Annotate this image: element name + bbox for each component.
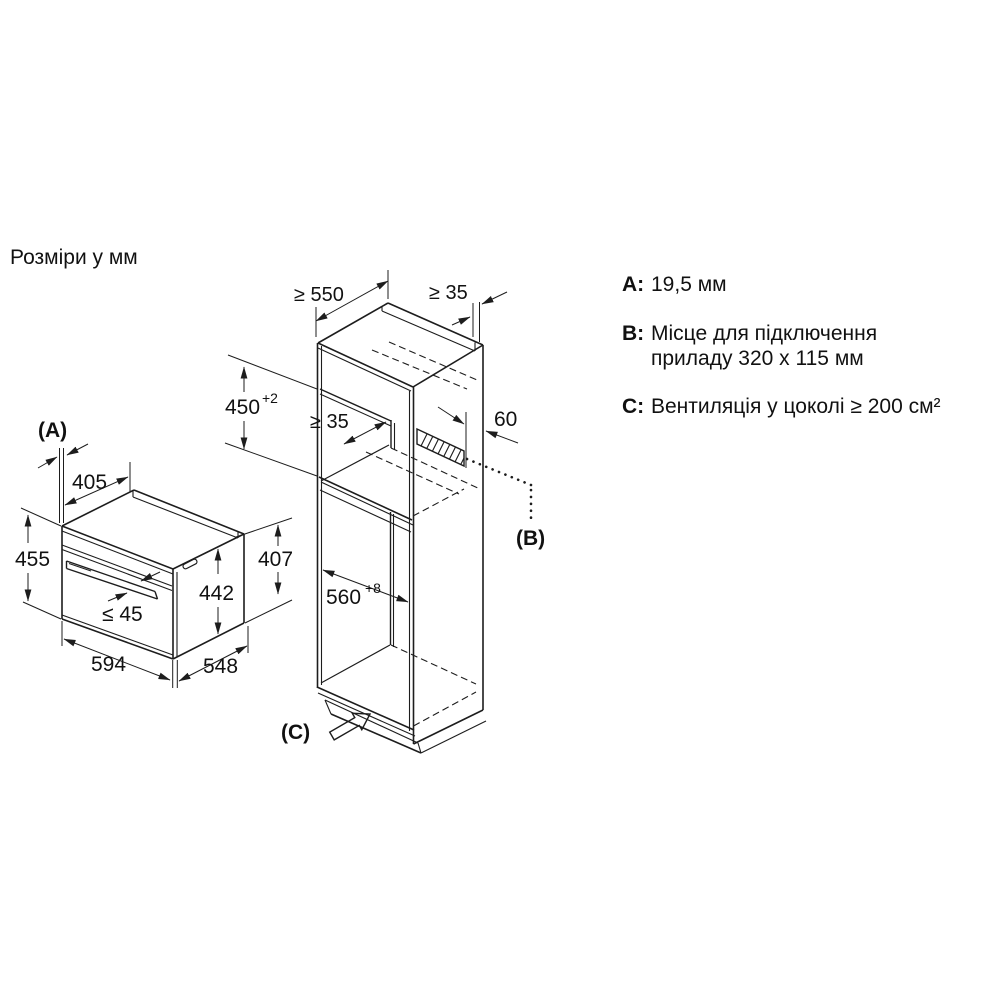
cabinet-hidden-edges	[365, 341, 481, 727]
dim-label-niche-width: 560	[326, 586, 361, 609]
legend-key-a: A:	[622, 273, 644, 296]
cabinet-niche-interior	[318, 388, 414, 684]
page-title: Розміри у мм	[10, 246, 138, 269]
dim-top-rear-gap: ≥ 35	[429, 282, 508, 342]
dim-label-niche-height: 450	[225, 396, 260, 419]
dim-niche-width: 560 +8	[322, 569, 409, 609]
dim-label-top-rear-gap: ≥ 35	[429, 282, 468, 304]
ventilation-arrow-icon	[328, 712, 372, 741]
oven-handle	[65, 560, 159, 600]
dim-label-depth: 548	[203, 655, 238, 678]
cabinet-drawing: ≥ 550 ≥ 35 450 +2 ≥ 35 60	[224, 270, 545, 754]
dim-label-min-depth: ≥ 550	[294, 284, 344, 306]
oven-drawing: (A) 405 455 407 442	[15, 419, 293, 688]
dim-label-niche-height-tol: +2	[262, 390, 278, 406]
dim-label-front-height: 455	[15, 548, 50, 571]
dim-label-handle-max: ≤ 45	[102, 603, 143, 626]
oven-top-face	[61, 489, 245, 575]
dim-label-width: 594	[91, 653, 126, 676]
dim-depth: 548	[176, 626, 249, 688]
legend-text-b-line1: Місце для підключення	[651, 322, 877, 345]
dim-handle-max: ≤ 45	[102, 571, 161, 626]
dim-trim-a: (A)	[37, 419, 89, 523]
dim-rear-height: 407	[235, 517, 293, 624]
legend-row-c: C: Вентиляція у цоколі ≥ 200 см²	[622, 395, 941, 418]
legend-text-a: 19,5 мм	[651, 273, 727, 296]
dim-label-shelf-rear-gap: ≥ 35	[310, 411, 349, 433]
connection-area-hatch	[416, 427, 465, 468]
legend-row-a: A: 19,5 мм	[622, 273, 727, 296]
connection-leader	[465, 457, 533, 521]
dim-label-top-depth: 405	[72, 471, 107, 494]
legend-key-c: C:	[622, 395, 644, 418]
dim-label-connection-offset: 60	[494, 408, 517, 431]
oven-side-grip-slot	[182, 558, 198, 570]
legend-key-b: B:	[622, 322, 644, 345]
label-connection-b: (B)	[516, 527, 545, 550]
dim-label-niche-width-tol: +8	[365, 580, 381, 596]
label-trim-a: (A)	[38, 419, 67, 442]
legend: A: 19,5 мм B: Місце для підключення прил…	[622, 273, 941, 418]
dim-top-depth: 405	[64, 462, 131, 506]
label-ventilation-c: (C)	[281, 721, 310, 744]
dim-shelf-rear-gap: ≥ 35	[310, 411, 387, 445]
dim-side-height: 442	[199, 548, 234, 635]
dim-width: 594	[61, 621, 174, 688]
dim-label-rear-height: 407	[258, 548, 293, 571]
dim-front-height: 455	[15, 507, 62, 620]
cabinet-edges	[316, 343, 484, 744]
dim-niche-height: 450 +2	[224, 354, 318, 477]
dim-min-depth: ≥ 550	[294, 270, 389, 337]
legend-text-c: Вентиляція у цоколі ≥ 200 см²	[651, 395, 941, 418]
dim-label-side-height: 442	[199, 582, 234, 605]
legend-text-b-line2: приладу 320 x 115 мм	[651, 347, 864, 370]
legend-row-b: B: Місце для підключення приладу 320 x 1…	[622, 322, 877, 370]
cabinet-plinth	[316, 686, 487, 754]
oven-front-face	[61, 526, 178, 660]
